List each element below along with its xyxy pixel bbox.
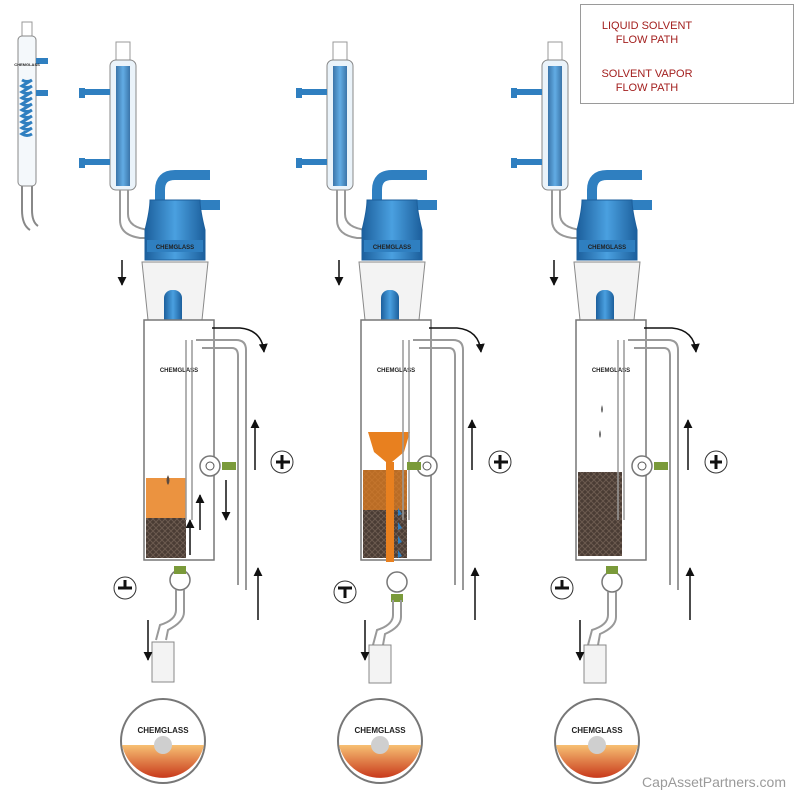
svg-text:CHEMGLASS: CHEMGLASS <box>354 726 406 735</box>
flask-logo: CHEMGLASS <box>137 726 189 735</box>
hood-logo: CHEMGLASS <box>156 245 194 251</box>
extraction-unit-3: CHEMGLASS CHEMGLASS CHEMGLASS <box>511 41 728 784</box>
vapor-label-line2: FLOW PATH <box>615 82 679 94</box>
extraction-unit-2: CHEMGLASS CHEMGLASS CHEMGLASS <box>296 41 512 784</box>
svg-text:CHEMGLASS: CHEMGLASS <box>592 368 630 374</box>
liquid-label-line2: FLOW PATH <box>615 34 679 46</box>
liquid-solvent-legend-label: LIQUID SOLVENT FLOW PATH <box>587 19 707 47</box>
stopcock-position-symbol <box>113 450 294 600</box>
svg-text:CHEMGLASS: CHEMGLASS <box>373 245 411 251</box>
watermark: CapAssetPartners.com <box>642 774 786 790</box>
vapor-label-line1: SOLVENT VAPOR <box>601 68 693 80</box>
svg-text:CHEMGLASS: CHEMGLASS <box>588 245 626 251</box>
flow-path-legend: LIQUID SOLVENT FLOW PATH SOLVENT VAPOR F… <box>580 4 794 104</box>
svg-text:CHEMGLASS: CHEMGLASS <box>14 62 40 67</box>
chamber-logo: CHEMGLASS <box>160 368 198 374</box>
svg-text:CHEMGLASS: CHEMGLASS <box>377 368 415 374</box>
extraction-unit-1: CHEMGLASS CHEMGLASS CHEMGLASS <box>79 41 294 784</box>
liquid-label-line1: LIQUID SOLVENT <box>601 20 693 32</box>
svg-text:CHEMGLASS: CHEMGLASS <box>571 726 623 735</box>
reference-coil-condenser: CHEMGLASS <box>14 21 48 231</box>
solvent-vapor-legend-label: SOLVENT VAPOR FLOW PATH <box>587 67 707 95</box>
